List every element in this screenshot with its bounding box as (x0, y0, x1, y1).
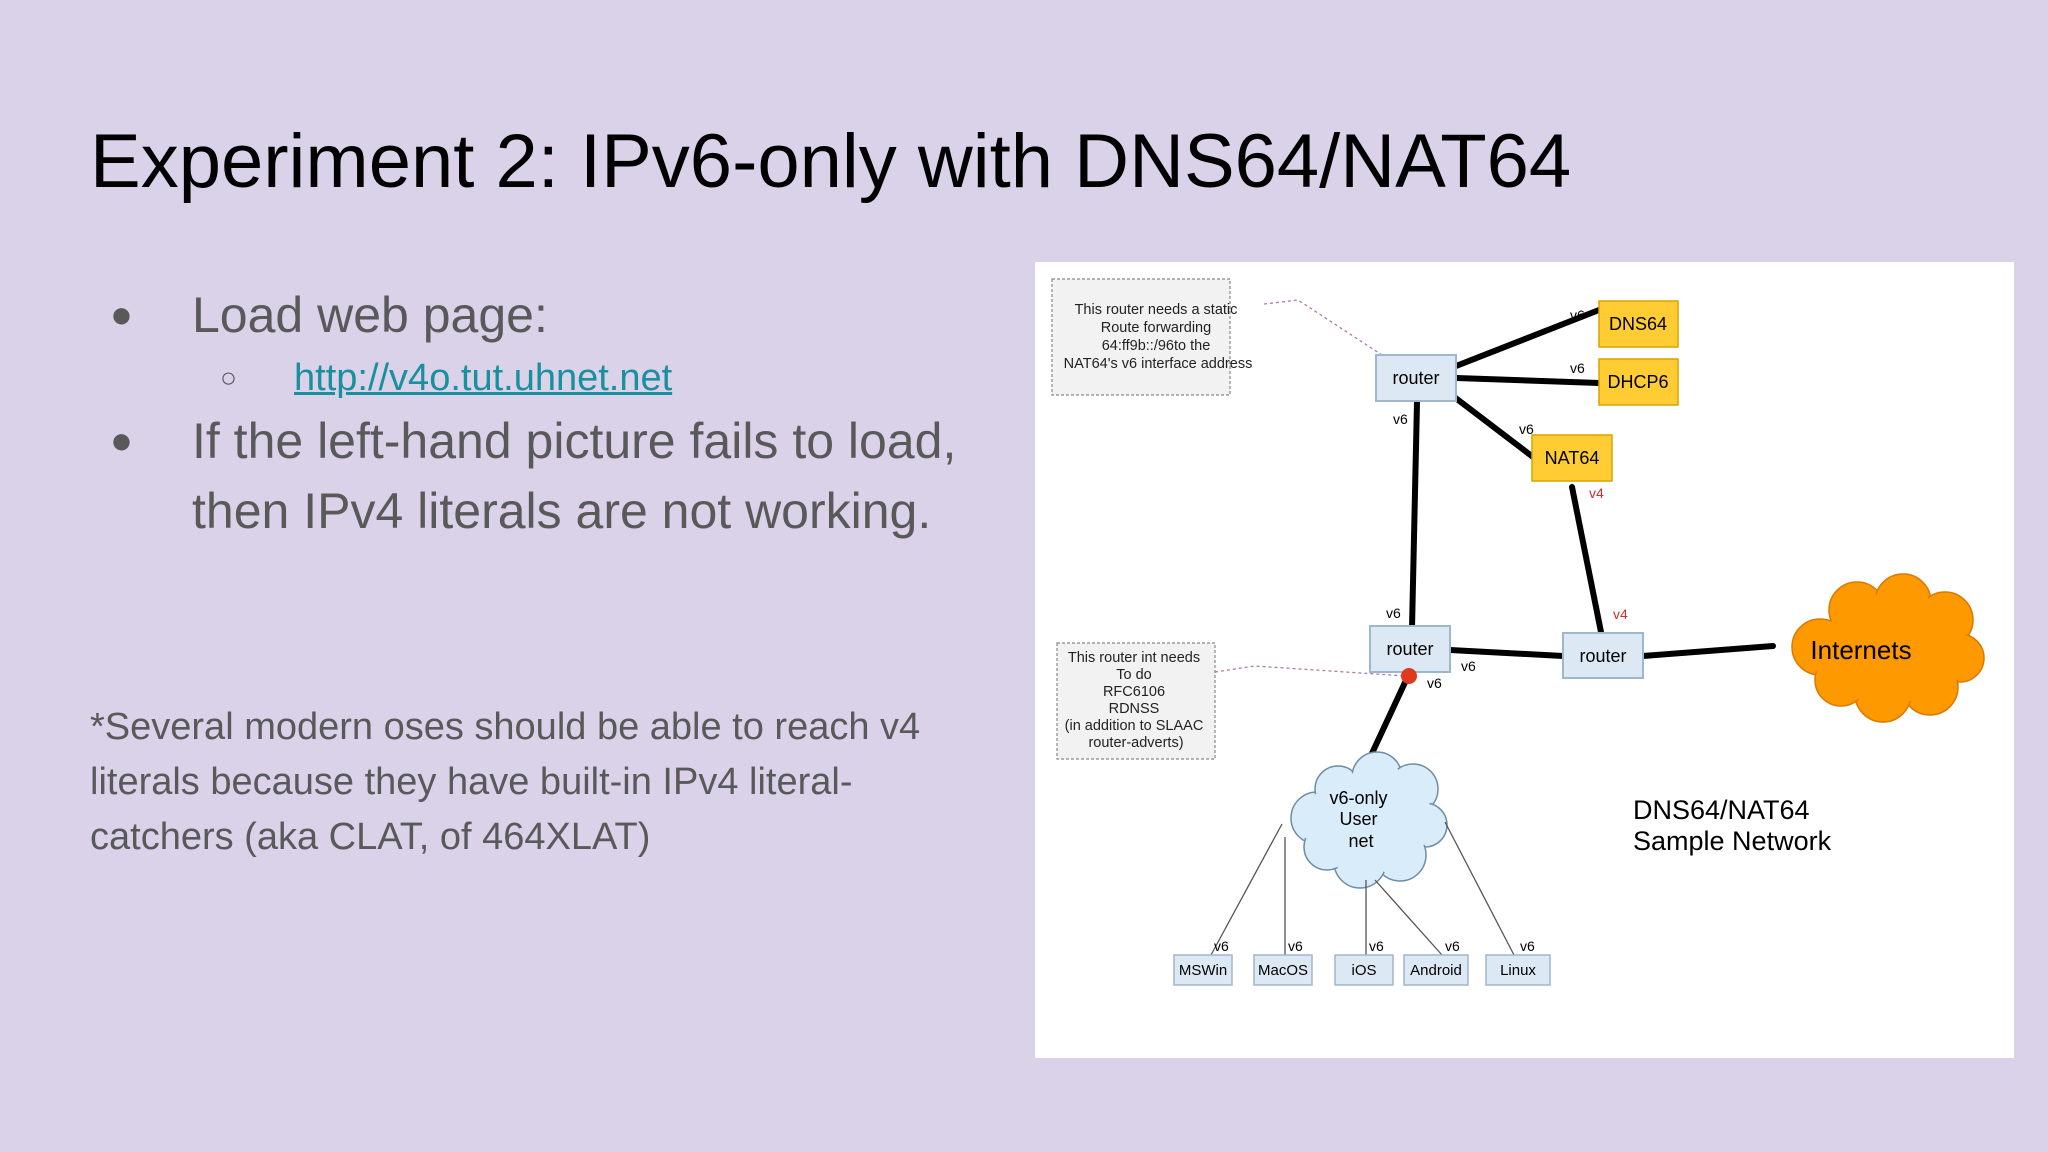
note-mid-line: RDNSS (1109, 701, 1160, 717)
svg-text:Linux: Linux (1500, 962, 1536, 979)
internets-cloud: Internets (1791, 573, 1985, 723)
router-middle: router (1369, 625, 1451, 673)
v6-label: v6 (1570, 360, 1585, 376)
client-macos: MacOS (1253, 954, 1313, 986)
bullet-text: Load web page: (192, 287, 548, 343)
bullet-text: If the left-hand picture fails to load, … (192, 413, 957, 539)
nat64-box: NAT64 (1531, 434, 1613, 482)
v6-label: v6 (1519, 421, 1534, 437)
svg-text:This router int needs: This router int needs To do RFC6106 RDNS… (1065, 650, 1208, 751)
link-nat64-router (1569, 484, 1604, 635)
svg-text:router: router (1579, 646, 1626, 666)
svg-text:iOS: iOS (1351, 962, 1376, 979)
bullet-list: ● Load web page: ○ http://v4o.tut.uhnet.… (110, 280, 1010, 546)
svg-text:This router needs a static: This router needs a static Route forward… (1064, 302, 1253, 372)
v6-label: v6 (1461, 658, 1476, 674)
interface-marker (1401, 668, 1417, 684)
svg-text:MacOS: MacOS (1258, 962, 1308, 979)
v6-label: v6 (1445, 938, 1460, 954)
slide-title: Experiment 2: IPv6-only with DNS64/NAT64 (90, 119, 1572, 204)
svg-text:DHCP6: DHCP6 (1607, 372, 1668, 392)
client-ios: iOS (1334, 954, 1394, 986)
hollow-bullet-icon: ○ (220, 362, 237, 393)
svg-text:NAT64: NAT64 (1545, 448, 1600, 468)
network-diagram: This router needs a static Route forward… (1035, 262, 2014, 1058)
v4-label: v4 (1589, 485, 1604, 501)
svg-text:v6-only User n: v6-only User net (1329, 788, 1392, 851)
v6-label: v6 (1214, 938, 1229, 954)
note-top-line: NAT64's v6 interface address (1064, 356, 1253, 372)
v6-label: v6 (1386, 605, 1401, 621)
dns64-box: DNS64 (1598, 300, 1679, 348)
v6-label: v6 (1369, 938, 1384, 954)
bullet-item: ● If the left-hand picture fails to load… (110, 406, 1010, 546)
note-top: This router needs a static Route forward… (1051, 278, 1253, 396)
user-net-cloud: v6-only User net (1290, 751, 1448, 889)
diagram-caption: DNS64/NAT64 Sample Network (1633, 795, 1832, 856)
note-top-line: 64:ff9b::/96to the (1102, 338, 1211, 354)
link-cloud-android (1374, 879, 1443, 956)
link-cloud-linux (1444, 821, 1515, 956)
dhcp6-box: DHCP6 (1598, 358, 1679, 406)
router-top: router (1375, 354, 1457, 402)
link-router-usernet (1364, 673, 1411, 767)
client-mswin: MSWin (1173, 954, 1233, 986)
footnote: *Several modern oses should be able to r… (90, 706, 921, 858)
note-mid: This router int needs To do RFC6106 RDNS… (1056, 642, 1216, 760)
note-mid-line: (in addition to SLAAC (1065, 718, 1204, 734)
v6-label: v6 (1393, 411, 1408, 427)
bullet-icon: ● (110, 420, 133, 462)
callout-leader-top (1263, 299, 1386, 358)
note-mid-line: router-adverts) (1088, 735, 1183, 751)
note-mid-line: To do (1116, 667, 1151, 683)
client-linux: Linux (1485, 954, 1551, 986)
bullet-item: ● Load web page: (110, 280, 1010, 350)
note-mid-line: This router int needs (1068, 650, 1200, 666)
note-top-line: This router needs a static (1075, 302, 1238, 318)
note-mid-line: RFC6106 (1103, 684, 1165, 700)
network-diagram-svg: This router needs a static Route forward… (1051, 278, 1985, 986)
link-router-router (1409, 399, 1420, 631)
svg-text:MSWin: MSWin (1179, 962, 1227, 979)
svg-text:DNS64: DNS64 (1609, 314, 1667, 334)
note-top-line: Route forwarding (1101, 320, 1211, 336)
v4-label: v4 (1613, 606, 1628, 622)
page-link[interactable]: http://v4o.tut.uhnet.net (294, 357, 673, 399)
router-right: router (1562, 632, 1644, 679)
svg-text:router: router (1392, 368, 1439, 388)
v6-label: v6 (1427, 675, 1442, 691)
svg-text:router: router (1386, 639, 1433, 659)
v6-label: v6 (1288, 938, 1303, 954)
link-router-internets (1640, 643, 1776, 659)
svg-text:Android: Android (1410, 962, 1462, 979)
link-cloud-mswin (1210, 823, 1283, 956)
v6-label: v6 (1520, 938, 1535, 954)
link-router-router-2 (1447, 647, 1566, 659)
client-android: Android (1403, 954, 1469, 986)
callout-leader-mid (1214, 665, 1407, 677)
bullet-icon: ● (110, 294, 133, 336)
v6-label: v6 (1570, 307, 1585, 323)
svg-text:Internets: Internets (1810, 635, 1911, 665)
sub-bullet-item: ○ http://v4o.tut.uhnet.net (220, 350, 1010, 406)
